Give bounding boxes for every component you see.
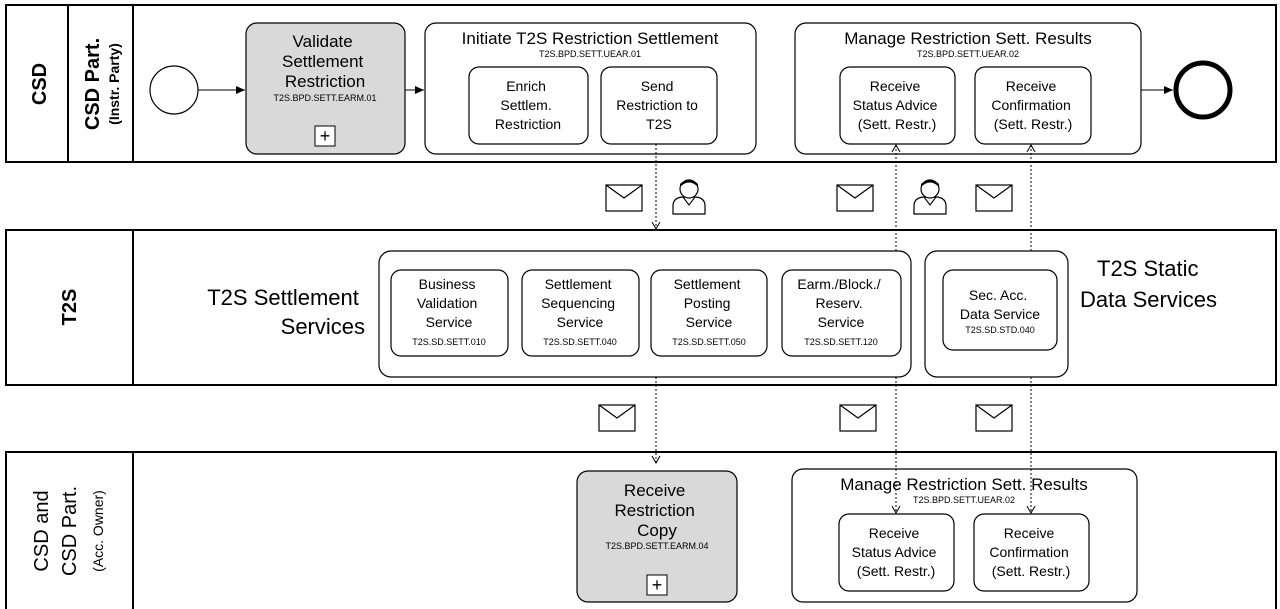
group-t2s-static-data-services: Sec. Acc. Data Service T2S.SD.STD.040 — [924, 250, 1069, 378]
lane-sublabel-instr-party: (Instr. Party) — [106, 43, 122, 125]
subprocess-code: T2S.BPD.SETT.UEAR.01 — [539, 49, 641, 59]
plus-marker-icon: + — [314, 125, 336, 147]
service-code: T2S.SD.SETT.120 — [804, 337, 878, 347]
envelope-icon — [605, 184, 643, 212]
service-code: T2S.SD.SETT.050 — [672, 337, 746, 347]
task-validate-settlement-restriction: Validate Settlement Restriction T2S.BPD.… — [245, 22, 406, 155]
service-settlement-sequencing: Settlement Sequencing Service T2S.SD.SET… — [521, 269, 640, 357]
svg-text:Receive Status Advice: Receive Status Advice (Sett. Restr.) — [853, 78, 942, 132]
svg-text:Receive Confirmation: Receive Confirmation (Sett. Restr.) — [989, 525, 1072, 579]
task-receive-restriction-copy: Receive Restriction Copy T2S.BPD.SETT.EA… — [576, 470, 738, 603]
task-title-line: Settlement — [282, 52, 364, 71]
svg-text:+: + — [652, 575, 663, 595]
subprocess-title: Manage Restriction Sett. Results — [844, 29, 1092, 48]
subprocess-title: Initiate T2S Restriction Settlement — [462, 29, 719, 48]
svg-text:Enrich Settlem.: Enrich Settlem. Restriction — [495, 78, 561, 132]
svg-text:Receive Confirmation: Receive Confirmation (Sett. Restr.) — [991, 78, 1074, 132]
task-receive-confirmation: Receive Confirmation (Sett. Restr.) — [973, 513, 1090, 592]
lane-label-csd-part: CSD Part. — [82, 38, 104, 130]
pool-label-t2s: T2S — [59, 289, 81, 326]
service-settlement-posting: Settlement Posting Service T2S.SD.SETT.0… — [650, 269, 768, 357]
subprocess-title: Manage Restriction Sett. Results — [840, 475, 1088, 494]
task-receive-status-advice: Receive Status Advice (Sett. Restr.) — [839, 66, 956, 145]
envelope-icon — [839, 404, 877, 432]
svg-text:Earm./Block./ Reserv.: Earm./Block./ Reserv. Service — [797, 276, 884, 330]
envelope-icon — [975, 404, 1013, 432]
svg-text:Settlement Sequencing: Settlement Sequencing Service — [541, 276, 619, 330]
task-code: T2S.BPD.SETT.EARM.01 — [273, 93, 376, 103]
person-icon — [913, 179, 947, 215]
pool-label-csd-part: CSD Part. — [59, 486, 81, 576]
end-event-icon — [1173, 60, 1233, 120]
envelope-icon — [598, 404, 636, 432]
svg-text:Validate Settlement: Validate Settlement Restriction — [282, 32, 368, 91]
plus-marker-icon: + — [646, 574, 668, 596]
subprocess-code: T2S.BPD.SETT.UEAR.02 — [917, 49, 1019, 59]
pool-label-csd: CSD — [29, 63, 51, 105]
svg-text:+: + — [320, 126, 331, 146]
start-event-icon — [149, 65, 199, 115]
envelope-icon — [836, 184, 874, 212]
svg-text:Settlement Posting: Settlement Posting Service — [674, 276, 745, 330]
service-code: T2S.SD.SETT.040 — [543, 337, 617, 347]
svg-text:Receive Status Advice: Receive Status Advice (Sett. Restr.) — [852, 525, 941, 579]
task-receive-status-advice: Receive Status Advice (Sett. Restr.) — [838, 513, 955, 592]
service-earmarking-blocking-reservation: Earm./Block./ Reserv. Service T2S.SD.SET… — [781, 269, 902, 357]
task-receive-confirmation: Receive Confirmation (Sett. Restr.) — [974, 66, 1092, 145]
t2s-settlement-services-label: T2S Settlement Services — [207, 285, 365, 339]
task-send-restriction-to-t2s: Send Restriction to T2S — [600, 66, 718, 145]
svg-text:Receive Restriction: Receive Restriction Copy — [614, 481, 699, 540]
group-t2s-settlement-services — [378, 250, 912, 378]
svg-text:Business Validation: Business Validation Service — [417, 276, 481, 330]
service-code: T2S.SD.SETT.010 — [412, 337, 486, 347]
subprocess-manage-restriction-results-owner: Manage Restriction Sett. Results T2S.BPD… — [791, 468, 1138, 603]
task-title-line: Validate — [293, 32, 353, 51]
pool-label-csd-and: CSD and — [31, 490, 53, 571]
service-sec-acc-data: Sec. Acc. Data Service T2S.SD.STD.040 — [942, 269, 1058, 351]
subprocess-initiate-restriction-settlement: Initiate T2S Restriction Settlement T2S.… — [424, 22, 757, 155]
pool-label-acc-owner: (Acc. Owner) — [90, 490, 106, 572]
task-enrich-settlement-restriction: Enrich Settlem. Restriction — [468, 66, 589, 145]
t2s-service-boxes: Business Validation Service T2S.SD.SETT.… — [390, 269, 902, 357]
message-flows — [651, 143, 1036, 515]
svg-text:Sec. Acc. Data Service: Sec. Acc. Data Service — [960, 287, 1040, 322]
envelope-icon — [975, 184, 1013, 212]
service-code: T2S.SD.STD.040 — [965, 325, 1035, 335]
subprocess-code: T2S.BPD.SETT.UEAR.02 — [913, 495, 1015, 505]
person-icon — [672, 179, 706, 215]
subprocess-manage-restriction-results-csd: Manage Restriction Sett. Results T2S.BPD… — [794, 22, 1142, 155]
task-title-line: Restriction — [285, 72, 365, 91]
svg-text:Send Restriction to: Send Restriction to T2S — [616, 78, 702, 132]
task-code: T2S.BPD.SETT.EARM.04 — [605, 541, 708, 551]
service-business-validation: Business Validation Service T2S.SD.SETT.… — [390, 269, 509, 357]
t2s-static-data-services-label: T2S Static Data Services — [1080, 256, 1217, 312]
